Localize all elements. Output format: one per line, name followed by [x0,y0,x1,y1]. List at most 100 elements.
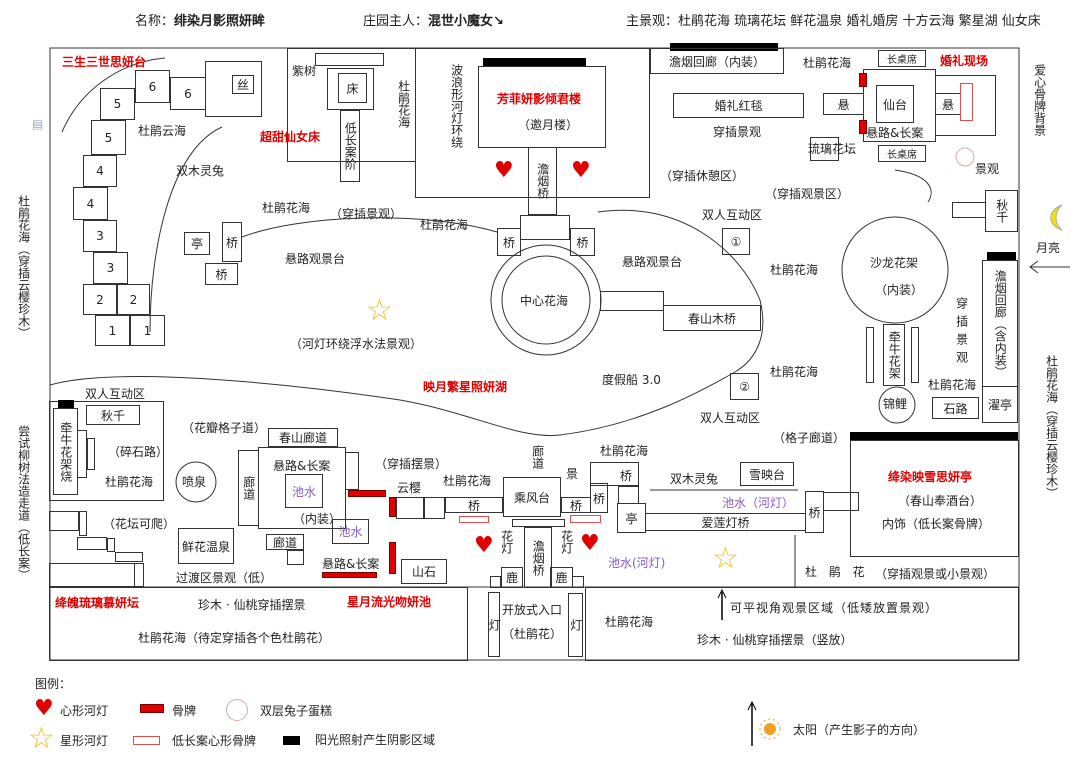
cherry-label: 云樱 [397,481,422,495]
rabbit-label: 双木灵兔 [176,164,225,178]
step: 2 [83,284,117,315]
wine-table-label: （春山奉酒台） [898,494,983,508]
shadow-icon [283,736,300,745]
connector [618,486,639,504]
glass-bed-box [810,137,839,161]
bridge-box: 桥 [570,228,595,256]
domino-icon [140,704,164,713]
pool-box: 池水 [285,474,323,508]
azalea-label: 杜鹃花海 [420,218,469,232]
hot-spring: 鲜花温泉 [178,528,234,564]
legend-domino: 骨牌 [172,704,197,718]
eye-level-label: 可平视角观景区域（低矮放置景观） [730,601,939,615]
sun-icon [759,718,781,740]
bridge-box: 桥 [805,491,824,533]
bridge-box: 桥 [590,483,608,513]
garden-name: 名称：绯染月影照妍眸 [135,14,266,29]
azalea-label: 杜鹃花海 [770,263,819,277]
insert-label: （穿插观景或小景观） [875,567,996,581]
swing-box: 秋千 [86,405,140,425]
swing-box: 秋千 [985,190,1018,232]
lamp-post: 灯 [487,592,501,657]
step: 3 [83,220,117,252]
bridge-box: 桥 [205,263,238,285]
pillar [911,327,919,383]
transition-label: 过渡区景观（低） [176,571,273,585]
bridge-connector [600,291,664,311]
pavilion-box: 亭 [617,503,646,533]
domino-background: 爱心骨牌背景 [1032,64,1047,136]
azalea-label: 杜鹃花海 [605,615,654,629]
pool-lantern-label: 池水(河灯) [608,556,666,570]
zhuo-pavilion: 濯亭 [982,386,1018,423]
salon-inner-label: （内装） [875,283,924,297]
lattice-label: （格子廊道） [773,431,846,445]
step: 1 [130,315,165,346]
azalea-label: 杜鹃花海 [443,474,492,488]
climb-label: （花坛可爬） [103,517,176,531]
lotus-bridge: 爱莲灯桥 [645,513,806,531]
low-domino [459,516,489,523]
connector [396,497,424,519]
legend-shadow: 阳光照射产生阴影区域 [315,733,436,747]
road-table-label: 悬路&长案 [866,126,924,140]
corridor-vertical: 澹烟回廊（含内装） [982,260,1018,387]
decor-label: 内饰（低长案骨牌） [882,517,991,531]
view-area-label: （穿插观景区） [765,187,850,201]
inner-label: （内装） [293,512,342,526]
salon-label: 沙龙花架 [870,256,919,270]
azalea-label: 杜鹃花海 [928,378,977,392]
bridge-box: 桥 [497,228,521,256]
corridor-box: 廊道 [238,450,259,526]
star-icon: ☆ [28,721,55,756]
scenery-label: 穿插景观 [713,125,762,139]
legend-heart: 心形河灯 [60,704,109,718]
entrance-label[interactable]: 开放式入口 [502,603,563,617]
domino [348,490,386,497]
low-table-steps: 低长案阶 [340,110,360,182]
fairy-stage [863,69,936,142]
altar-title: 绛魄琉璃慕妍坛 [55,596,140,610]
step: 4 [83,155,117,187]
step: 2 [117,284,150,315]
deer-box: 鹿 [550,567,573,588]
connector [823,492,859,511]
cake-icon [955,147,975,167]
scene-label: 景 [566,467,579,481]
lake-bottom [49,371,736,437]
shadow-bar [850,432,1018,441]
rest-area-label: （穿插休憩区） [660,169,745,183]
post [490,576,501,588]
pool-box: 池水 [332,519,369,544]
silk-platform [205,61,262,117]
heart-lantern-icon: ♥ [494,158,514,183]
step: 4 [73,187,108,220]
bottom-right-area [585,587,1019,661]
insert-label: （穿插景观） [330,207,403,221]
lantern-note: （河灯环绕浮水法景观） [290,337,423,351]
duo-area-label: 双人互动区 [700,411,761,425]
road-table-label: 悬路&长案 [322,557,380,571]
platform-label: 悬路观景台 [285,252,346,266]
moon-label: 月亮 [1036,241,1061,255]
center-flower-circle [490,244,602,356]
legend-low-domino: 低长案心形骨牌 [172,734,257,748]
flower-bed [134,563,144,587]
domino [859,120,867,134]
long-table: 长桌席 [878,50,926,67]
pavilion-box: 亭 [184,232,210,255]
connector [424,497,445,519]
morning-glory-frame: 牵牛花架 [883,324,905,386]
koi-label: 锦鲤 [883,397,908,411]
flower-bed [115,552,143,562]
moon-icon [1050,204,1063,231]
step: 5 [100,88,135,120]
shadow-bar [987,252,1016,261]
left-top-note: 杜鹃花海（穿插云樱珍木） [16,195,31,339]
sansheng-title: 三生三世思妍台 [62,55,147,69]
azalea-label: 杜鹃花海 [105,475,154,489]
lamp-post: 灯 [568,593,583,657]
wind-platform: 乘风台 [503,477,561,517]
entrance-sub-label: （杜鹃花） [502,627,563,641]
